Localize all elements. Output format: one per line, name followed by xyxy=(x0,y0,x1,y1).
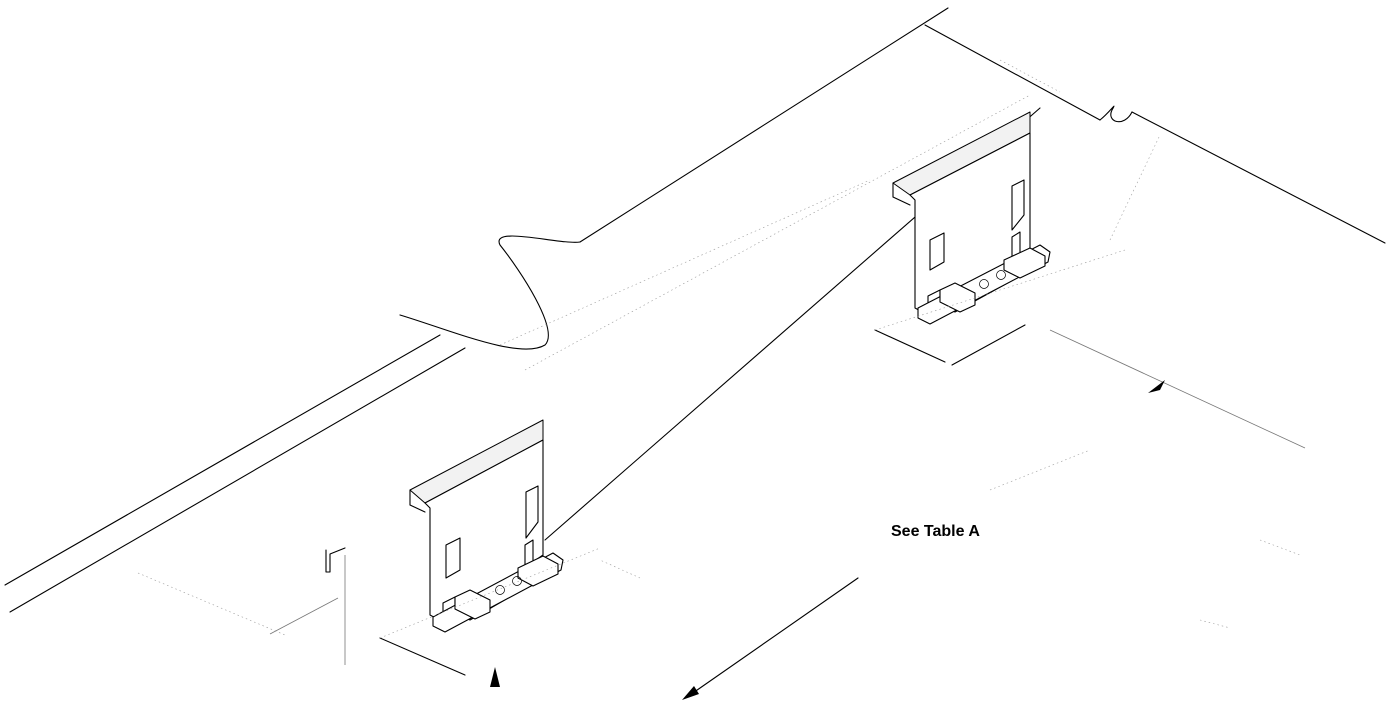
direction-arrow-head xyxy=(682,686,699,700)
panel-outline xyxy=(4,7,1386,613)
upper-clip-bracket xyxy=(874,111,1126,366)
arrow-indicators xyxy=(490,380,1165,700)
see-table-callout: See Table A xyxy=(891,523,980,540)
arrowhead-lower-left xyxy=(490,667,500,687)
lower-clip-bracket xyxy=(379,419,601,676)
arrowhead-upper-right xyxy=(1148,380,1165,393)
direction-arrow-line xyxy=(689,577,859,696)
construction-lines xyxy=(137,59,1306,665)
